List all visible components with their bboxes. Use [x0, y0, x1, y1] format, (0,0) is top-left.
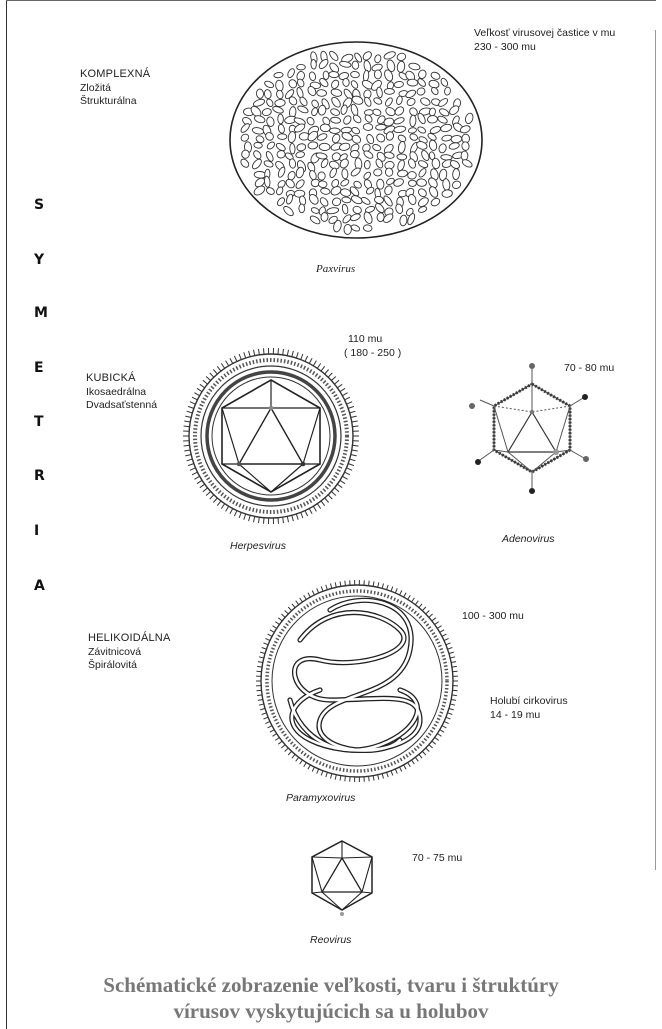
paramyxovirus-drawing [256, 580, 458, 782]
paxvirus-cell [319, 143, 330, 151]
paxvirus-cell [385, 168, 393, 177]
paxvirus-cell [320, 124, 330, 132]
herpesvirus-drawing [183, 348, 359, 524]
paxvirus-cell [350, 150, 359, 157]
paxvirus-cell [350, 71, 359, 78]
paxvirus-drawing [230, 42, 482, 238]
paxvirus-cell [318, 172, 326, 181]
paxvirus-cell [278, 114, 284, 124]
paxvirus-cell [278, 134, 287, 140]
paxvirus-cell [318, 180, 327, 187]
paxvirus-cell [374, 70, 381, 79]
paxvirus-cell [397, 154, 407, 160]
paxvirus-cell [376, 179, 384, 189]
paxvirus-cell [323, 71, 329, 80]
paxvirus-cell [407, 79, 418, 86]
paxvirus-cell [274, 72, 284, 78]
paxvirus-cell [289, 143, 295, 154]
paxvirus-cell [329, 128, 340, 134]
paxvirus-cell [363, 123, 373, 130]
paxvirus-cell [329, 71, 339, 78]
reovirus-drawing [312, 841, 372, 916]
paxvirus-cell [341, 169, 348, 179]
paxvirus-cell [311, 59, 317, 69]
adenovirus-drawing [469, 363, 589, 494]
paxvirus-cell [342, 78, 349, 87]
paxvirus-cell [408, 180, 416, 186]
paxvirus-cell [299, 204, 305, 213]
paxvirus-cell [297, 64, 306, 70]
paxvirus-cell [416, 178, 426, 186]
paxvirus-cell [277, 150, 286, 158]
paxvirus-cell [384, 88, 394, 94]
paxvirus-cell [364, 160, 370, 169]
paxvirus-cell [461, 151, 468, 160]
paxvirus-cell [373, 169, 382, 177]
paxvirus-cell [317, 89, 327, 96]
paxvirus-cell [344, 224, 352, 234]
paxvirus-cell [407, 171, 416, 179]
paxvirus-cell [241, 150, 249, 159]
